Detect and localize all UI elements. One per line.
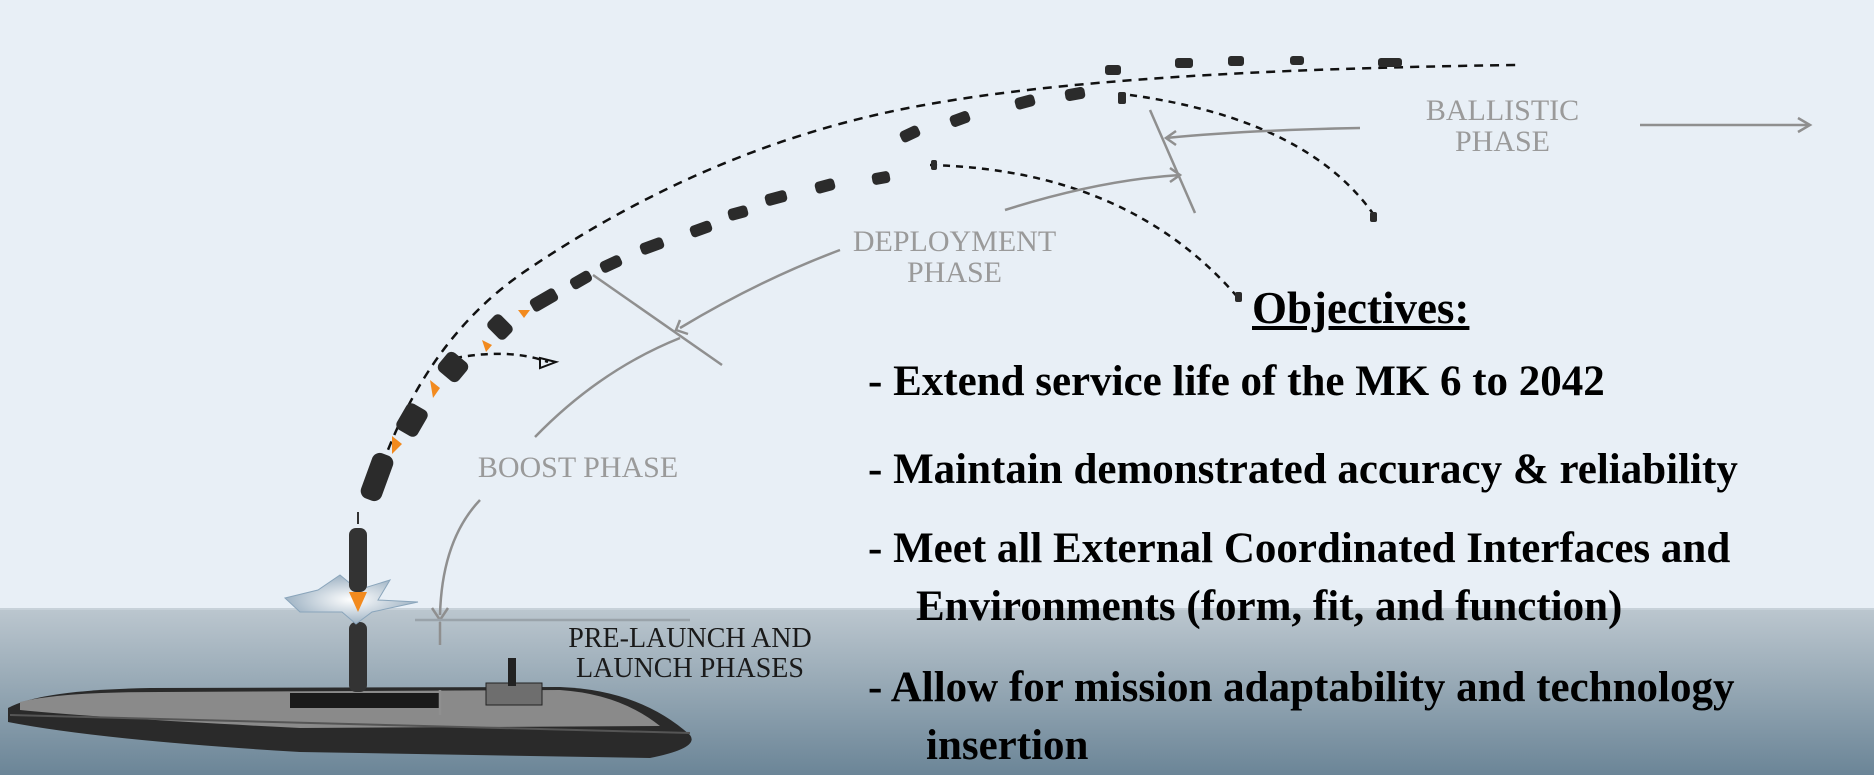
objective-item: - Extend service life of the MK 6 to 204… bbox=[868, 353, 1605, 411]
objective-line: - Allow for mission adaptability and tec… bbox=[868, 664, 1735, 711]
objective-item: - Allow for mission adaptability and tec… bbox=[868, 659, 1735, 775]
objective-line: - Extend service life of the MK 6 to 204… bbox=[868, 358, 1605, 405]
trajectory-curve bbox=[370, 63, 1521, 496]
ballistic-phase-label: BALLISTIC PHASE bbox=[1410, 95, 1595, 157]
launch-phase-line1: PRE-LAUNCH AND bbox=[568, 623, 812, 654]
deployment-phase-line2: PHASE bbox=[906, 256, 1003, 289]
objective-line: - Meet all External Coordinated Interfac… bbox=[868, 525, 1731, 572]
submarine bbox=[8, 658, 692, 758]
launch-phase-label: PRE-LAUNCH AND LAUNCH PHASES bbox=[545, 624, 835, 684]
deployment-phase-line1: DEPLOYMENT bbox=[852, 225, 1057, 258]
ballistic-phase-line2: PHASE bbox=[1454, 125, 1551, 158]
launch-phase-line2: LAUNCH PHASES bbox=[576, 653, 804, 684]
sky bbox=[0, 0, 1874, 610]
objectives-title: Objectives: bbox=[1252, 283, 1470, 333]
phase-arrows bbox=[415, 109, 1813, 715]
objective-item: - Meet all External Coordinated Interfac… bbox=[868, 520, 1730, 636]
objective-item: - Maintain demonstrated accuracy & relia… bbox=[868, 441, 1738, 499]
deployment-phase-label: DEPLOYMENT PHASE bbox=[842, 226, 1067, 288]
objective-line-continued: Environments (form, fit, and function) bbox=[916, 583, 1623, 630]
missile-stages bbox=[360, 56, 1402, 502]
objective-line-continued: insertion bbox=[926, 722, 1089, 769]
objective-line: - Maintain demonstrated accuracy & relia… bbox=[868, 446, 1738, 493]
boost-phase-label: BOOST PHASE bbox=[477, 451, 679, 484]
ballistic-phase-line1: BALLISTIC bbox=[1425, 94, 1580, 127]
launch-missile bbox=[283, 512, 419, 692]
